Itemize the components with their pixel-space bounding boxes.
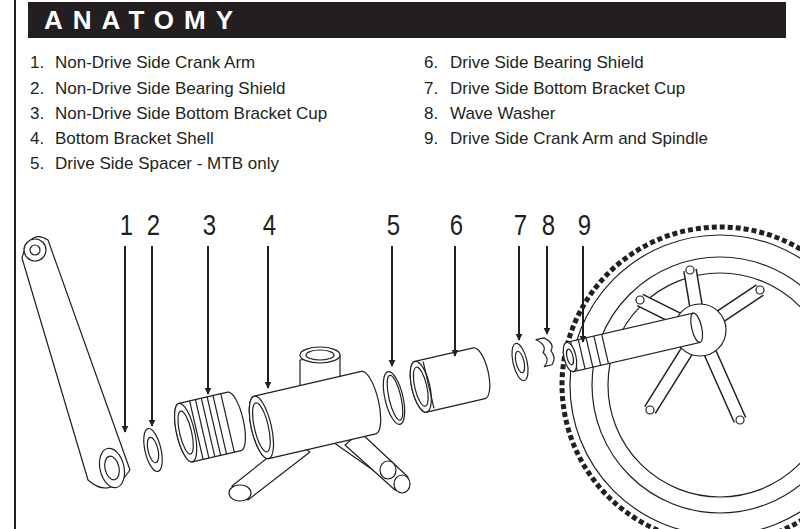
side-rule	[14, 0, 16, 529]
wave-washer	[536, 337, 556, 367]
callout-number: 4	[263, 209, 276, 241]
leader-line	[124, 246, 126, 432]
bearing-shield	[140, 427, 165, 473]
list-number: 7.	[424, 79, 438, 99]
callout-number: 9	[578, 209, 591, 241]
drive-side-cup	[509, 342, 531, 382]
part-name: Wave Washer	[450, 104, 556, 124]
part-name: Bottom Bracket Shell	[55, 129, 214, 149]
list-number: 8.	[424, 104, 438, 124]
non-drive-cup	[170, 390, 250, 464]
leader-line	[151, 246, 153, 426]
bottom-bracket-shell	[229, 347, 410, 501]
leader-line	[518, 246, 520, 340]
leader-line	[454, 246, 456, 356]
list-number: 6.	[424, 53, 438, 73]
header-bar	[28, 2, 786, 38]
leader-line	[267, 246, 269, 388]
leader-line	[391, 246, 393, 366]
callout-number: 8	[542, 209, 555, 241]
part-name: Non-Drive Side Bearing Shield	[55, 79, 286, 99]
part-name: Non-Drive Side Crank Arm	[55, 53, 255, 73]
section-title: ANATOMY	[44, 3, 243, 37]
callout-number: 2	[147, 209, 160, 241]
leader-line	[546, 246, 548, 334]
callout-arrows	[125, 246, 583, 432]
list-number: 3.	[30, 104, 44, 124]
list-number: 1.	[30, 53, 44, 73]
list-number: 2.	[30, 79, 44, 99]
spacer-ring	[379, 370, 409, 427]
chainring	[562, 227, 800, 529]
part-name: Non-Drive Side Bottom Bracket Cup	[55, 104, 327, 124]
callout-number: 1	[120, 209, 133, 241]
part-name: Drive Side Spacer - MTB only	[55, 154, 279, 174]
list-number: 4.	[30, 129, 44, 149]
part-name: Drive Side Crank Arm and Spindle	[450, 129, 708, 149]
callout-number: 3	[203, 209, 216, 241]
list-number: 9.	[424, 129, 438, 149]
part-name: Drive Side Bottom Bracket Cup	[450, 79, 685, 99]
list-number: 5.	[30, 154, 44, 174]
leader-line	[207, 246, 209, 394]
callout-number: 6	[450, 209, 463, 241]
leader-line	[582, 246, 584, 342]
bearing-shield	[406, 346, 494, 414]
part-name: Drive Side Bearing Shield	[450, 53, 644, 73]
callout-number: 5	[387, 209, 400, 241]
callout-number: 7	[514, 209, 527, 241]
crank-arm	[22, 237, 130, 491]
